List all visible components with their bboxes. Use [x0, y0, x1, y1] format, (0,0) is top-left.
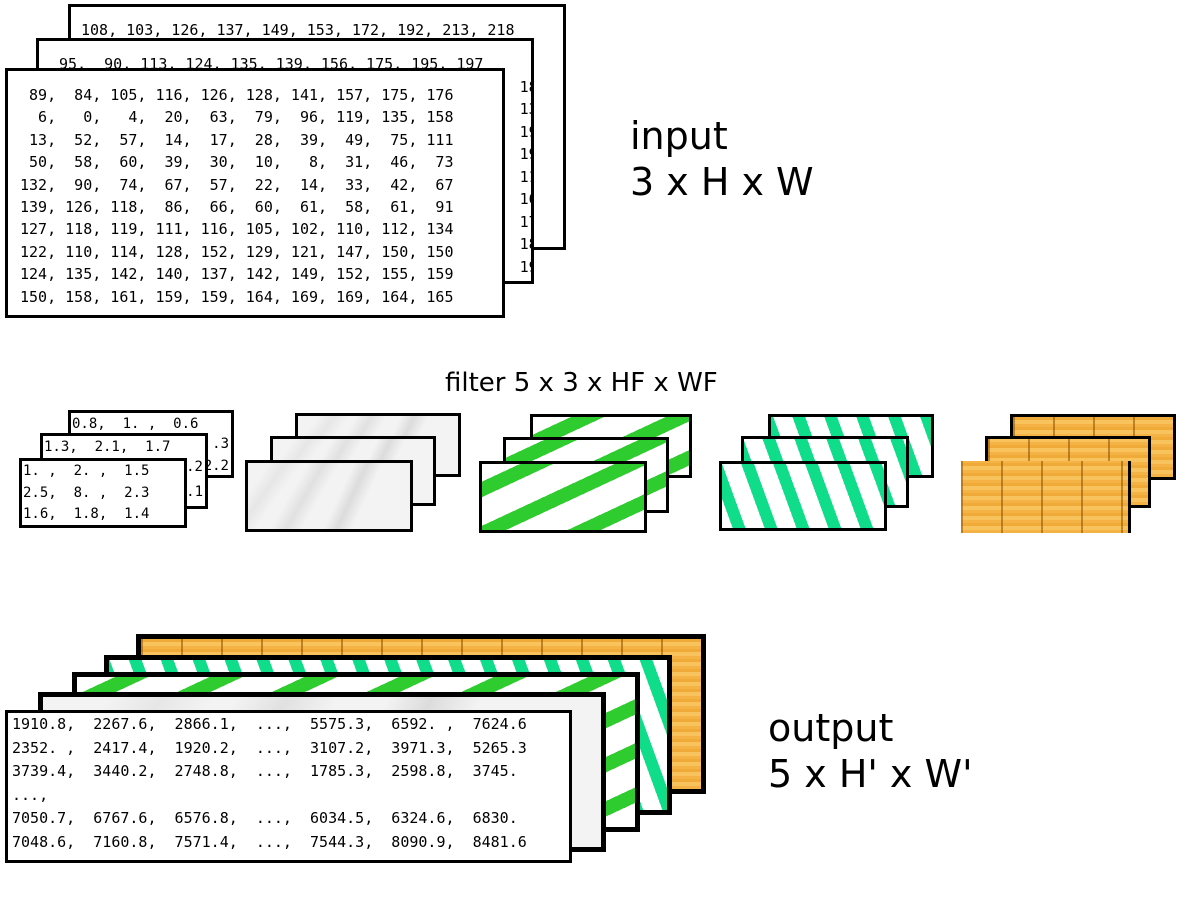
input-label-shape: 3 x H x W	[630, 160, 814, 204]
output-row-5: 7048.6, 7160.8, 7571.4, ..., 7544.3, 809…	[12, 832, 527, 851]
filter-1-channel-1-row-2: 2.5, 8. , 2.3	[23, 484, 150, 501]
output-label-title: output	[768, 706, 894, 750]
filter-1-channel-3-edge: .3	[212, 436, 229, 452]
filter-3-channel-1	[479, 461, 647, 533]
input-channel-1-values: 89, 84, 105, 116, 126, 128, 141, 157, 17…	[20, 86, 454, 306]
filter-1-channel-3-edge2: 2.2	[203, 458, 229, 474]
output-row-1: 1910.8, 2267.6, 2866.1, ..., 5575.3, 659…	[12, 715, 527, 733]
input-channel-3-values: 108, 103, 126, 137, 149, 153, 172, 192, …	[81, 21, 515, 39]
filter-1-channel-1-row-3: 1.6, 1.8, 1.4	[23, 506, 150, 522]
filter-4-channel-1	[719, 461, 887, 531]
input-label-title: input	[630, 114, 728, 158]
filter-1-channel-1-row-1: 1. , 2. , 1.5	[23, 463, 150, 479]
input-label: input 3 x H x W	[630, 113, 814, 205]
output-row-3: 3739.4, 3440.2, 2748.8, ..., 1785.3, 259…	[12, 762, 518, 781]
output-label: output 5 x H' x W'	[768, 705, 973, 797]
output-channel-1: 1910.8, 2267.6, 2866.1, ..., 5575.3, 659…	[5, 710, 572, 863]
input-channel-1: 89, 84, 105, 116, 126, 128, 141, 157, 17…	[5, 68, 505, 318]
filter-title: filter 5 x 3 x HF x WF	[445, 368, 718, 398]
output-row-ellipsis: ...,	[12, 785, 49, 804]
output-row-6: 7882.4, 8124.7, 8290.1, ..., 8686.7, 897…	[8, 855, 569, 860]
filter-1-channel-3-values: 0.8, 1. , 0.6	[72, 416, 199, 432]
filter-2-channel-1	[245, 460, 413, 532]
output-row-2: 2352. , 2417.4, 1920.2, ..., 3107.2, 397…	[12, 738, 527, 757]
output-row-4: 7050.7, 6767.6, 6576.8, ..., 6034.5, 632…	[12, 809, 518, 828]
output-label-shape: 5 x H' x W'	[768, 752, 973, 796]
filter-5-channel-1	[961, 461, 1131, 533]
filter-1-channel-2-edge2: .1	[186, 484, 203, 500]
filter-1-channel-2-values: 1.3, 2.1, 1.7	[44, 439, 171, 455]
filter-1-channel-1: 1. , 2. , 1.5 2.5, 8. , 2.3 1.6, 1.8, 1.…	[19, 458, 187, 528]
